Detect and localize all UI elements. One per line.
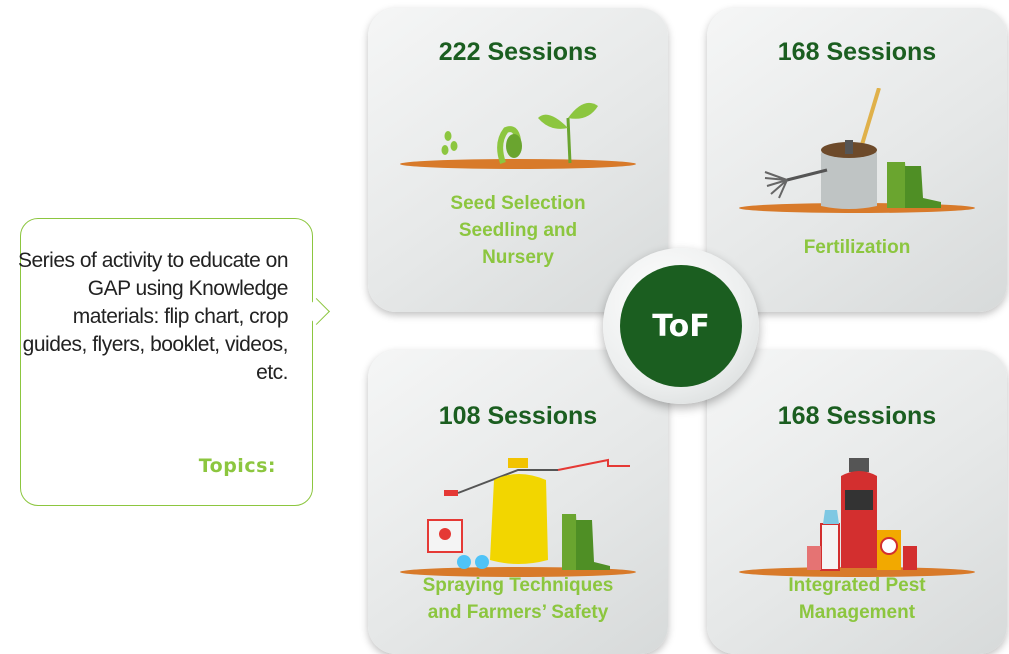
sessions-count: 108 Sessions — [438, 402, 598, 430]
topic-title: Integrated Pest Management — [788, 575, 926, 623]
sessions-count: 168 Sessions — [777, 402, 937, 430]
pesticide-icon — [739, 458, 975, 577]
sprayer-icon — [400, 458, 636, 577]
sessions-count: 222 Sessions — [438, 38, 598, 66]
topic-card-spraying-techniques: 108 Sessions Spraying Techniques and Far… — [368, 350, 668, 654]
topic-card-integrated-pest-management: 168 Sessions Integrated Pest Management — [707, 350, 1007, 654]
topic-card-fertilization: 168 Sessions Fertilization — [707, 8, 1007, 312]
sessions-count: 168 Sessions — [777, 38, 937, 66]
center-badge-label: ToF — [652, 308, 710, 344]
topics-label: Topics: — [198, 455, 276, 477]
topic-title: Fertilization — [803, 237, 911, 258]
topic-title: Seed Selection Seedling and Nursery — [450, 193, 586, 268]
topic-title: Spraying Techniques and Farmers’ Safety — [422, 575, 614, 623]
topic-card-seed-selection: 222 Sessions Seed Selection Seedling and… — [368, 8, 668, 312]
fertilizer-icon — [739, 88, 975, 213]
seedling-icon — [400, 102, 636, 169]
description-callout: Series of activity to educate on GAP usi… — [18, 218, 313, 506]
center-badge: ToF — [620, 265, 742, 387]
callout-description: Series of activity to educate on GAP usi… — [18, 249, 289, 384]
